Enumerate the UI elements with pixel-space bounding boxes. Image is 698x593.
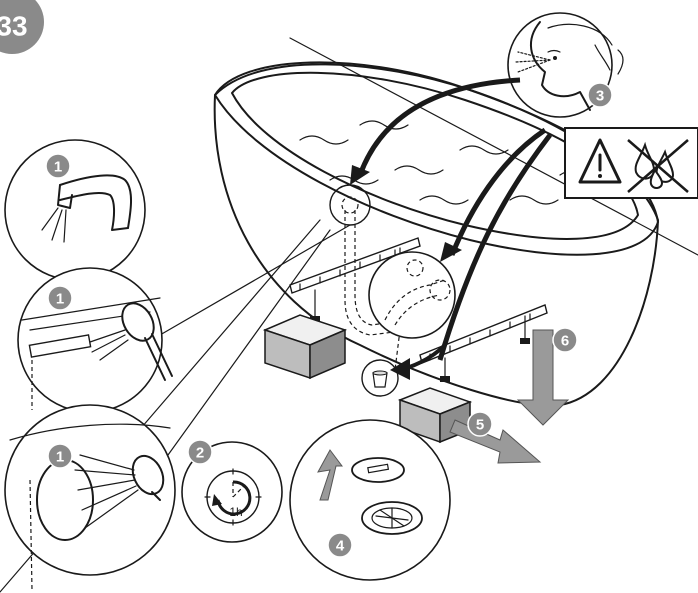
callout-rinse-shower: 1 bbox=[4, 404, 176, 591]
badge-rinse-shower: 1 bbox=[56, 449, 64, 466]
badge-rinse-tap: 1 bbox=[54, 159, 62, 176]
badge-drain-cover: 4 bbox=[336, 538, 345, 555]
callout-rinse-overflow: 1 bbox=[17, 267, 173, 413]
warning-triangle-icon bbox=[578, 138, 622, 184]
hand-shower-icon bbox=[74, 454, 165, 529]
timer-icon: 1h bbox=[204, 468, 262, 526]
bucket-detail-circle bbox=[361, 359, 399, 397]
inspection-callout: 3 bbox=[507, 12, 624, 118]
callout-wait: 1h 2 bbox=[181, 439, 283, 543]
step-number-badge: 33 bbox=[0, 0, 44, 54]
badge-inspect: 3 bbox=[596, 88, 604, 105]
callout-drain-cover: 4 bbox=[289, 419, 451, 581]
inspection-arrows bbox=[350, 77, 552, 380]
hand-shower-icon bbox=[89, 302, 173, 381]
remove-block-arrow: 5 bbox=[449, 411, 542, 464]
waste-pipe bbox=[344, 210, 421, 371]
bucket-icon bbox=[372, 370, 388, 388]
badge-lower-tub: 6 bbox=[561, 333, 569, 350]
lower-tub-arrow: 6 bbox=[516, 327, 578, 426]
timer-label: 1h bbox=[229, 505, 242, 519]
badge-remove-blocks: 5 bbox=[476, 417, 484, 434]
drain-detail-circle bbox=[368, 251, 456, 339]
no-drops-icon bbox=[627, 139, 689, 193]
callout-rinse-tap: 1 bbox=[4, 139, 146, 281]
face-inspecting-icon bbox=[515, 21, 624, 111]
tap-icon bbox=[41, 174, 132, 243]
leader-lines bbox=[149, 224, 351, 481]
support-block-left bbox=[262, 314, 348, 380]
warning-box bbox=[564, 127, 698, 199]
drain-cover-icon bbox=[351, 457, 405, 483]
step-number: 33 bbox=[0, 11, 28, 42]
badge-rinse-overflow: 1 bbox=[56, 291, 64, 308]
drain-grate-icon bbox=[361, 501, 423, 535]
badge-wait: 2 bbox=[196, 445, 204, 462]
